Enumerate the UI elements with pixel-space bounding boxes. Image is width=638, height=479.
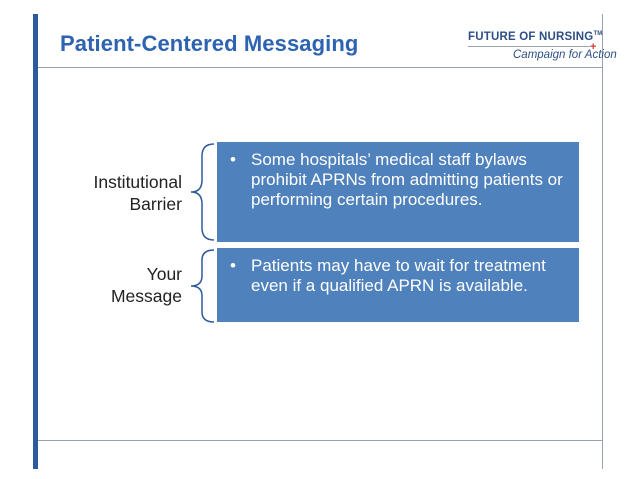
logo-line-1: FUTURE OF NURSINGTM xyxy=(468,31,603,43)
logo-line-1-text: FUTURE OF NURSING xyxy=(468,31,594,43)
left-brace-icon xyxy=(190,249,215,323)
right-border xyxy=(602,14,603,469)
header-divider xyxy=(38,67,603,68)
footer-divider xyxy=(38,440,603,441)
institutional-barrier-label: Institutional Barrier xyxy=(60,171,182,215)
message-text: Patients may have to wait for treatment … xyxy=(251,256,546,295)
bullet-icon: • xyxy=(230,256,236,275)
campaign-logo: FUTURE OF NURSINGTM + Campaign for Actio… xyxy=(468,31,617,63)
label-line: Institutional xyxy=(93,172,182,192)
barrier-callout-box: • Some hospitals’ medical staff bylaws p… xyxy=(217,142,579,242)
label-line: Your xyxy=(146,264,182,284)
message-callout-box: • Patients may have to wait for treatmen… xyxy=(217,248,579,322)
your-message-label: Your Message xyxy=(60,263,182,307)
left-brace-icon xyxy=(190,143,215,241)
logo-rule xyxy=(468,46,590,47)
bullet-icon: • xyxy=(230,150,236,169)
logo-trademark: TM xyxy=(593,31,603,37)
left-accent-bar xyxy=(33,14,38,469)
label-line: Message xyxy=(110,286,182,306)
slide-title: Patient-Centered Messaging xyxy=(60,31,359,56)
barrier-text: Some hospitals’ medical staff bylaws pro… xyxy=(251,150,563,209)
logo-plus-icon: + xyxy=(590,41,597,53)
logo-line-2: Campaign for Action xyxy=(513,49,617,61)
label-line: Barrier xyxy=(129,194,182,214)
